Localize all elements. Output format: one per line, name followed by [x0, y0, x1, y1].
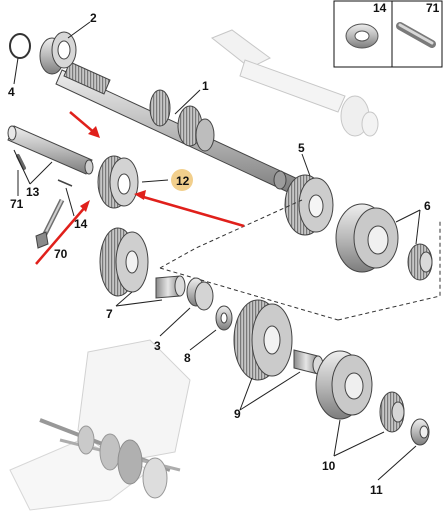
callout-3: 3: [154, 339, 161, 353]
washer-8: [215, 305, 233, 331]
callout-2: 2: [90, 11, 97, 25]
gear-7: [99, 227, 149, 297]
inset-label-14: 14: [373, 1, 387, 15]
parts-inset-box: 14 71: [333, 0, 443, 68]
gearbox-housing-ghost: [9, 339, 191, 511]
callout-11: 11: [370, 483, 383, 497]
circlip-4: [9, 33, 31, 59]
callout-9: 9: [234, 407, 241, 421]
synchro-assembly-6: [335, 203, 433, 281]
callout-6: 6: [424, 199, 431, 213]
synchro-ring-10: [315, 350, 405, 433]
bearing-7b: [155, 275, 214, 311]
bearing-2: [39, 31, 77, 75]
callout-5: 5: [298, 141, 305, 155]
nut-11: [410, 418, 430, 446]
callout-13: 13: [26, 185, 40, 199]
callout-1: 1: [202, 79, 209, 93]
input-shaft-ghost: [211, 29, 379, 137]
washer-icon: [345, 23, 379, 49]
callout-7: 7: [106, 307, 113, 321]
assembly-guide-dashed: [159, 199, 441, 321]
highlight-circle: [171, 169, 193, 191]
callout-71: 71: [10, 197, 24, 211]
gear-12: [97, 155, 139, 209]
callout-4: 4: [8, 85, 15, 99]
bolt-70: [35, 198, 65, 249]
callout-70: 70: [54, 247, 68, 261]
pin-icon: [396, 22, 436, 48]
gear-5: [284, 174, 334, 236]
callout-numbers: 1 2 4 5 6 12 13 71 14 70 7 3 8 9 10 11: [8, 11, 431, 497]
counter-shaft-13: [7, 125, 94, 175]
leader-lines: [13, 21, 421, 481]
roll-pin-71: [16, 154, 26, 170]
callout-12: 12: [176, 174, 190, 188]
inset-label-71: 71: [426, 1, 440, 15]
callout-8: 8: [184, 351, 191, 365]
red-arrows: [35, 111, 245, 265]
callout-14: 14: [74, 217, 88, 231]
washer-14: [57, 179, 73, 187]
callout-10: 10: [322, 459, 336, 473]
